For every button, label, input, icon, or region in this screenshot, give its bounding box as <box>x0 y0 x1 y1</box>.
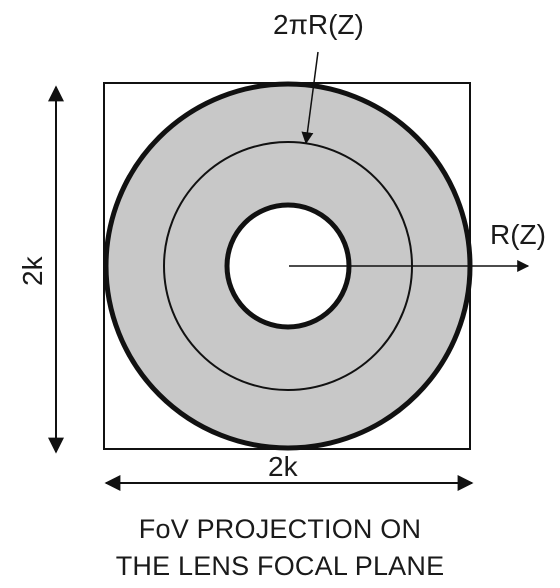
circumference-pointer-arrow <box>301 51 319 145</box>
horizontal-side-label: 2k <box>268 451 299 482</box>
caption-line-1: FoV PROJECTION ON <box>138 514 422 544</box>
circumference-label: 2πR(Z) <box>273 9 364 40</box>
vertical-side-label: 2k <box>17 255 48 286</box>
radius-label: R(Z) <box>490 219 546 250</box>
caption-line-2: THE LENS FOCAL PLANE <box>115 551 445 581</box>
